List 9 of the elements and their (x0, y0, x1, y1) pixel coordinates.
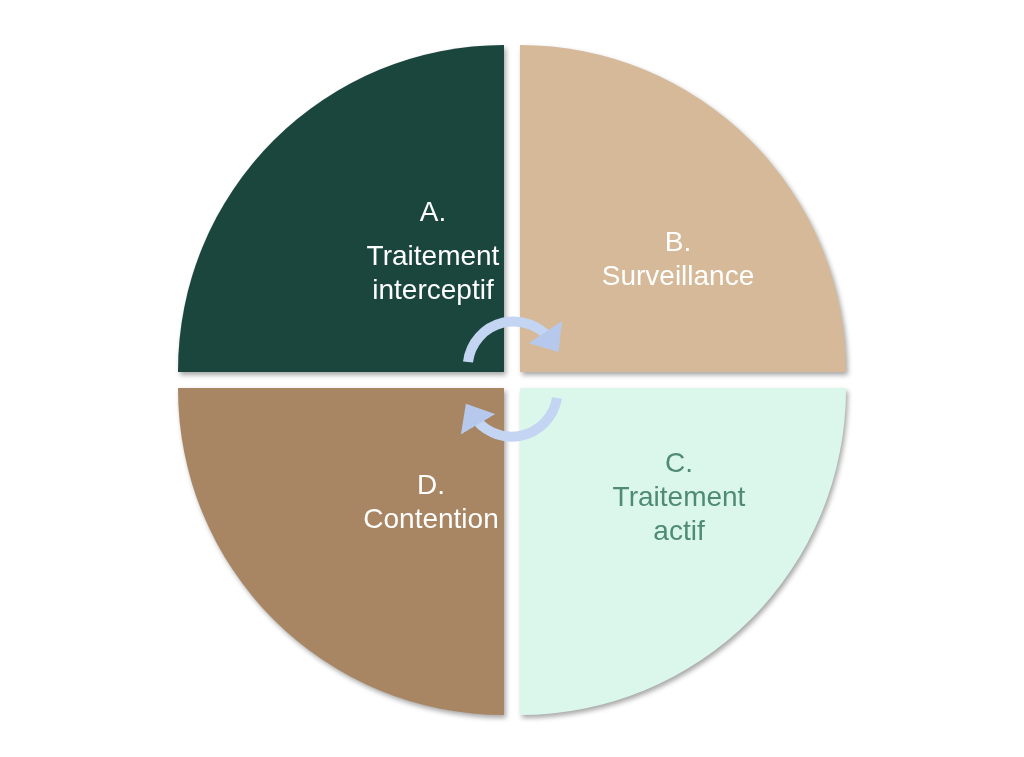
quadrant-label: Surveillance (600, 259, 756, 293)
quadrant-letter: B. (663, 225, 693, 259)
quadrant-letter: D. (416, 468, 446, 502)
quadrant-letter: C. (664, 446, 694, 480)
quadrant-label: Traitement interceptif (365, 239, 501, 307)
quadrant-label: Traitement actif (611, 480, 747, 548)
quadrant-letter: A. (418, 195, 448, 229)
quadrant-label: Contention (362, 502, 500, 536)
curved-arrow (463, 316, 561, 363)
